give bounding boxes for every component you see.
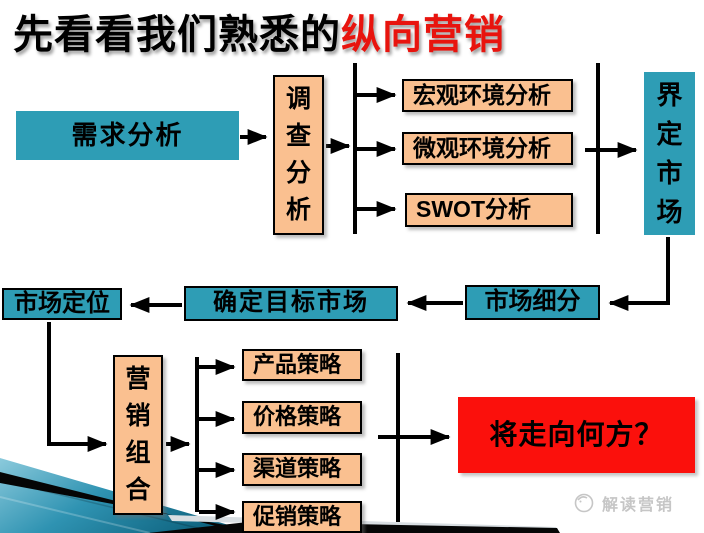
watermark: 解读营销 bbox=[572, 491, 674, 515]
node-price-strategy: 价格策略 bbox=[242, 401, 362, 434]
node-target-market: 确定目标市场 bbox=[184, 286, 398, 321]
node-marketing-mix: 营销组合 bbox=[113, 355, 163, 515]
node-market-segmentation: 市场细分 bbox=[465, 285, 600, 320]
node-micro-environment-analysis: 微观环境分析 bbox=[402, 132, 573, 165]
node-promotion-strategy: 促销策略 bbox=[242, 501, 362, 533]
title-highlight: 纵向营销 bbox=[341, 13, 505, 57]
node-market-positioning: 市场定位 bbox=[2, 288, 122, 320]
node-survey-analysis: 调查分析 bbox=[273, 75, 324, 235]
node-swot-analysis: SWOT分析 bbox=[405, 193, 573, 227]
node-where-to-go-question: 将走向何方？ bbox=[458, 397, 695, 473]
node-channel-strategy: 渠道策略 bbox=[242, 453, 362, 486]
node-demand-analysis: 需求分析 bbox=[16, 111, 239, 160]
title-prefix: 先看看我们熟悉的 bbox=[13, 13, 341, 57]
watermark-text: 解读营销 bbox=[602, 497, 675, 514]
node-define-market: 界定市场 bbox=[644, 72, 695, 235]
slide-title: 先看看我们熟悉的纵向营销 bbox=[13, 2, 505, 60]
node-product-strategy: 产品策略 bbox=[242, 349, 362, 381]
node-macro-environment-analysis: 宏观环境分析 bbox=[402, 79, 573, 112]
brand-logo-icon bbox=[574, 493, 594, 513]
